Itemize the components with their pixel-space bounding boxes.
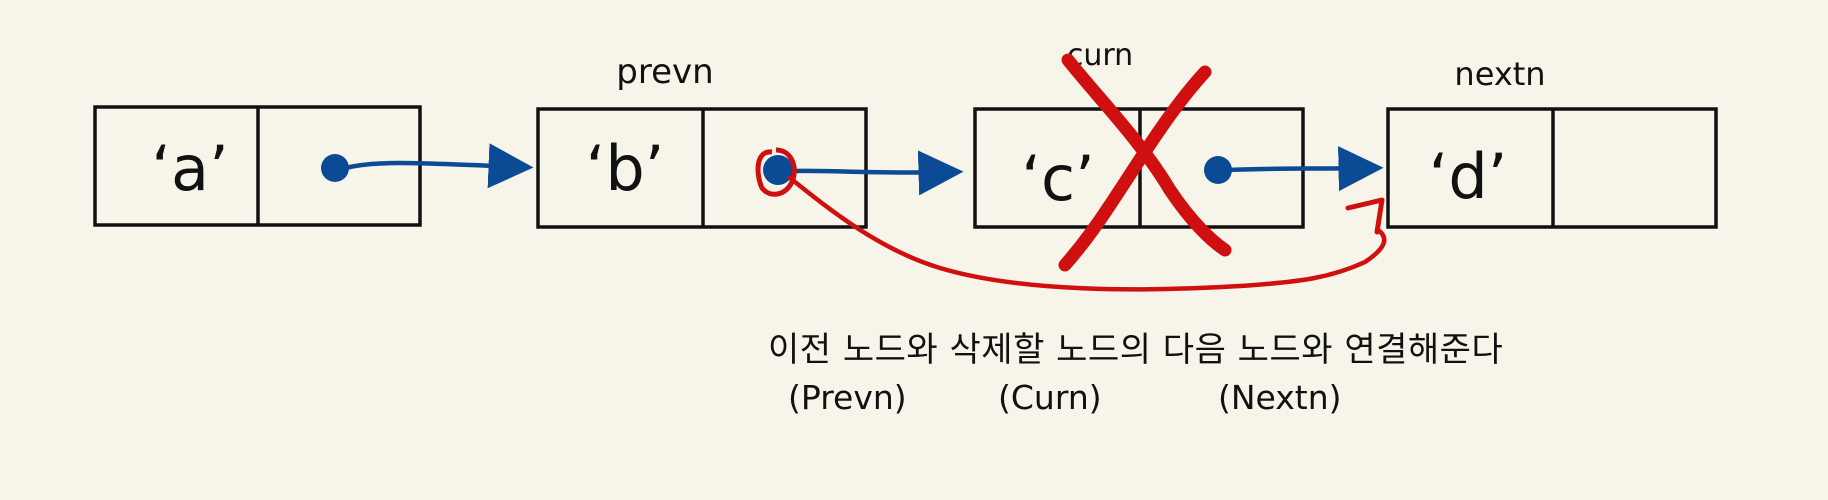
label-nextn: nextn — [1454, 55, 1545, 93]
node-a-value: ‘a’ — [151, 132, 228, 205]
pointer-c-to-d — [1204, 146, 1384, 192]
node-b: ‘b’ — [536, 107, 868, 229]
caption-prev: (Prevn) — [788, 378, 907, 417]
node-a: ‘a’ — [93, 105, 422, 227]
prev-pointer-highlight — [755, 147, 797, 197]
delete-x-mark — [1058, 53, 1232, 272]
node-d-value: ‘d’ — [1429, 140, 1508, 213]
bypass-arrow-b-to-d — [787, 175, 1387, 292]
pointer-b-to-c — [763, 150, 964, 196]
caption-next: (Nextn) — [1218, 378, 1342, 417]
caption-curr: (Curn) — [998, 378, 1102, 417]
caption-sentence: 이전 노드와 삭제할 노드의 다음 노드와 연결해준다 — [768, 330, 1504, 370]
node-b-value: ‘b’ — [586, 132, 665, 205]
node-c-value: ‘c’ — [1021, 142, 1095, 215]
label-prevn: prevn — [616, 52, 713, 92]
pointer-a-to-b — [321, 143, 534, 189]
node-d: ‘d’ — [1386, 107, 1718, 229]
